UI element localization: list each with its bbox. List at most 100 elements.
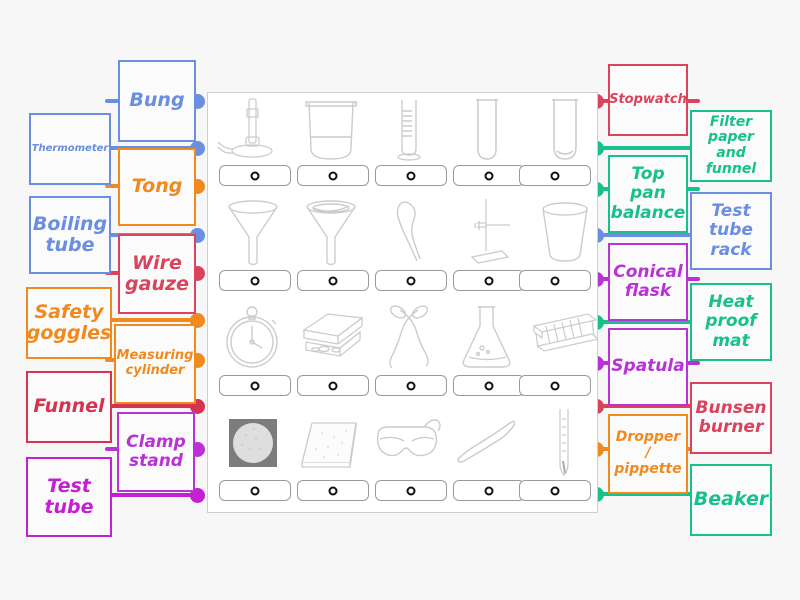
- answer-blank[interactable]: [519, 480, 591, 501]
- label-box-spatula[interactable]: Spatula: [608, 328, 688, 406]
- label-box-thermometer[interactable]: Thermometer: [29, 113, 111, 185]
- answer-blank[interactable]: [519, 270, 591, 291]
- label-text: Tong: [131, 175, 183, 198]
- label-box-bung[interactable]: Bung: [118, 60, 196, 142]
- connector-line-heat-proof-mat: [596, 320, 700, 324]
- answer-blank[interactable]: [453, 270, 525, 291]
- connector-line-test-tube-rack: [596, 233, 700, 237]
- blank-target-ring: [484, 486, 494, 495]
- blank-target-ring: [328, 486, 338, 495]
- answer-blank[interactable]: [297, 165, 369, 186]
- top-pan-balance-icon: [294, 304, 368, 372]
- safety-goggles-icon: [372, 409, 446, 477]
- label-box-tong[interactable]: Tong: [118, 148, 196, 226]
- answer-blank[interactable]: [219, 480, 291, 501]
- label-text: Thermometer: [31, 143, 109, 155]
- answer-blank[interactable]: [453, 165, 525, 186]
- equipment-row: [208, 97, 597, 202]
- blank-target-ring: [550, 276, 560, 285]
- filter-paper-and-funnel-icon: [294, 199, 368, 267]
- answer-blank[interactable]: [453, 480, 525, 501]
- thermometer-icon: [528, 409, 597, 477]
- blank-target-ring: [550, 171, 560, 180]
- blank-target-ring: [406, 381, 416, 390]
- answer-blank[interactable]: [219, 270, 291, 291]
- blank-target-ring: [484, 381, 494, 390]
- conical-beaker-icon: [528, 199, 597, 267]
- connector-line-test-tube: [105, 493, 197, 497]
- equipment-row: [208, 304, 597, 409]
- label-text: Stopwatch: [609, 91, 687, 107]
- answer-blank[interactable]: [519, 375, 591, 396]
- test-tube-rack-icon: [528, 304, 597, 372]
- blank-target-ring: [406, 276, 416, 285]
- blank-target-ring: [250, 171, 260, 180]
- blank-target-ring: [250, 381, 260, 390]
- funnel-icon: [216, 199, 290, 267]
- boiling-tube-icon: [528, 97, 597, 165]
- blank-target-ring: [328, 276, 338, 285]
- measuring-cylinder-icon: [372, 97, 446, 165]
- label-text: Beaker: [693, 488, 769, 511]
- label-box-stopwatch[interactable]: Stopwatch: [608, 64, 688, 136]
- connector-line-filter-paper-and-funnel: [596, 146, 700, 150]
- answer-blank[interactable]: [375, 165, 447, 186]
- answer-blank[interactable]: [375, 375, 447, 396]
- answer-blank[interactable]: [375, 270, 447, 291]
- answer-blank[interactable]: [219, 165, 291, 186]
- answer-blank[interactable]: [519, 165, 591, 186]
- label-text: Bung: [129, 89, 185, 112]
- blank-target-ring: [328, 381, 338, 390]
- answer-blank[interactable]: [375, 480, 447, 501]
- heat-proof-mat-icon: [294, 409, 368, 477]
- answer-blank[interactable]: [297, 270, 369, 291]
- wire-gauze-icon: [216, 409, 290, 477]
- blank-target-ring: [250, 486, 260, 495]
- test-tube-icon: [450, 97, 524, 165]
- blank-target-ring: [250, 276, 260, 285]
- label-box-dropper-pipette[interactable]: Dropper/pippette: [608, 414, 688, 494]
- blank-target-ring: [328, 171, 338, 180]
- blank-target-ring: [550, 486, 560, 495]
- answer-blank[interactable]: [297, 480, 369, 501]
- answer-blank[interactable]: [219, 375, 291, 396]
- label-text: Dropper/pippette: [614, 429, 682, 477]
- blank-target-ring: [550, 381, 560, 390]
- answer-blank[interactable]: [297, 375, 369, 396]
- spatula-icon: [450, 409, 524, 477]
- equipment-row: [208, 199, 597, 304]
- label-text: Funnel: [33, 395, 105, 418]
- label-box-funnel[interactable]: Funnel: [26, 371, 112, 443]
- blank-target-ring: [406, 486, 416, 495]
- connector-line-funnel: [105, 404, 197, 408]
- blank-target-ring: [484, 171, 494, 180]
- label-box-beaker[interactable]: Beaker: [690, 464, 772, 536]
- beaker-icon: [294, 97, 368, 165]
- label-text: Spatula: [611, 356, 685, 377]
- dropper-pipette-icon: [372, 199, 446, 267]
- answer-blank[interactable]: [453, 375, 525, 396]
- blank-target-ring: [484, 276, 494, 285]
